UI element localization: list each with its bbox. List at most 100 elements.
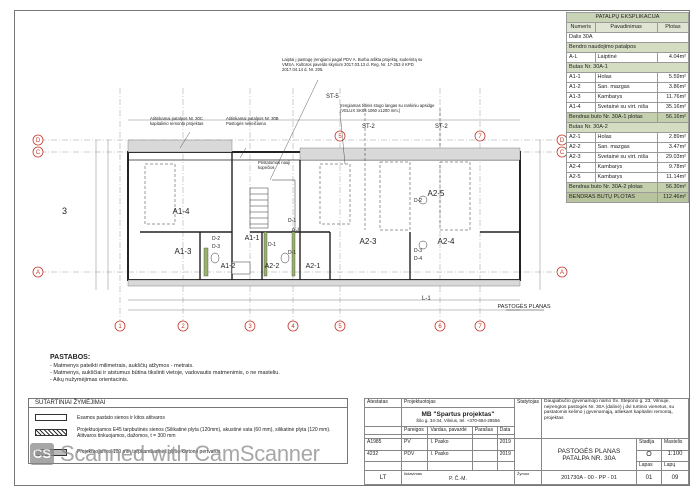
legend-swatch-existing	[35, 414, 67, 421]
room-area: 35.16m²	[656, 102, 690, 113]
tb-scale-label: Mastelis	[661, 438, 689, 451]
door-tag: D-3	[414, 248, 422, 254]
tb-code: 201730A - 00 - PP - 01	[541, 470, 637, 485]
tb-language: LT	[364, 470, 402, 485]
tb-attestation: 4232	[364, 449, 402, 463]
room-name: San. mazgas	[594, 82, 658, 93]
room-number: A2-1	[566, 132, 596, 143]
tb-name: I. Pasko	[427, 438, 473, 451]
room-table-title: PATALPŲ EKSPLIKACIJA	[566, 12, 689, 23]
tb-sheet-label: Lapas	[636, 461, 662, 472]
tb-col-role: Pareigos	[400, 425, 429, 435]
legend-item: Projektuojamos E45 tarpbutinės sienos (S…	[77, 427, 331, 439]
room-name: Laiptinė	[594, 52, 658, 63]
room-name: San. mazgas	[594, 142, 658, 153]
room-number: A2-3	[566, 152, 596, 163]
tb-address: Šilo g. 34-34, Vilnius, tel. +370-684-28…	[416, 417, 500, 423]
legend-block: SUTARTINIAI ŽYMĖJIMAI Esamos pastato sie…	[28, 398, 348, 464]
room-area: 5.59m²	[656, 72, 690, 83]
room-label-a1-1: A1-1	[245, 235, 260, 242]
room-name: Svetainė su virt. niša	[594, 152, 658, 163]
unit-total: 56.16m²	[656, 112, 690, 123]
unit-total-label: Bendras buto Nr. 30A-2 plotas	[566, 182, 658, 193]
door-tag: D-3	[212, 244, 220, 250]
tb-scale: 1:100	[661, 449, 689, 463]
plan-note-skylight: Įrengiamas tiltinis stogo langas su rank…	[340, 103, 435, 113]
tb-role: PDV	[400, 449, 429, 463]
section-mark-st2-a: ST-2	[362, 124, 375, 130]
section-mark-3: 3	[62, 206, 67, 216]
grid-label-7: 7	[478, 324, 482, 330]
room-name: Kambarys	[594, 92, 658, 103]
tb-role-label: Projektuotojas	[400, 397, 516, 409]
room-area: 29.03m²	[656, 152, 690, 163]
door-tag: D-2	[212, 236, 220, 242]
legend-title: SUTARTINIAI ŽYMĖJIMAI	[29, 399, 347, 408]
room-area: 2.89m²	[656, 132, 690, 143]
room-area: 3.47m²	[656, 142, 690, 153]
plan-note-stairs-approval: Laiptai į pastogę įrengiami pagal PDV A.…	[282, 57, 423, 72]
tb-client-label: Statytojas	[514, 397, 542, 440]
tb-date: 2019	[496, 438, 516, 451]
tb-drawing-subtitle: PATALPA NR. 30A	[562, 454, 616, 462]
grid-label-1: 1	[118, 324, 122, 330]
tb-sheet: 01	[636, 470, 662, 485]
room-area: 9.78m²	[656, 162, 690, 173]
plan-note-30c: Atitinkamai patalpos Nr. 30C kapitalinio…	[150, 116, 204, 126]
legend-item: Esamos pastato sienos ir kitos atitvaros	[77, 415, 165, 421]
grid-label-a-right: A	[560, 270, 564, 276]
grid-label-6: 6	[438, 324, 442, 330]
door-tag: D-1	[288, 218, 296, 224]
tb-col-date: Data	[496, 425, 516, 435]
col-area: Plotas	[656, 22, 690, 33]
room-area: 11.14m²	[656, 172, 690, 183]
room-name: Holas	[594, 72, 658, 83]
room-label-a2-4: A2-4	[438, 237, 455, 246]
grid-label-c: C	[36, 150, 41, 156]
tb-issued: P. Č.-M.	[449, 476, 467, 483]
sheet-frame	[14, 10, 690, 486]
tb-drawing-title: PASTOGĖS PLANAS	[557, 447, 621, 455]
grid-label-4: 4	[291, 324, 295, 330]
room-area: 3.86m²	[656, 82, 690, 93]
door-tag: D-2	[414, 198, 422, 204]
grid-label-2: 2	[181, 324, 185, 330]
room-number: A1-3	[566, 92, 596, 103]
plan-note-30b: Atitinkamai patalpos Nr. 30B Pastogės ne…	[226, 116, 279, 126]
grid-label-a: A	[36, 270, 40, 276]
room-number: A1-4	[566, 102, 596, 113]
tb-attestation: A1985	[364, 438, 402, 451]
plan-caption: PASTOGĖS PLANAS	[498, 303, 551, 310]
room-label-a1-2: A1-2	[221, 263, 236, 270]
tb-name: I. Pasko	[427, 449, 473, 463]
tb-sheets: 09	[661, 470, 689, 485]
title-block: Atestatas Projektuotojas Statytojas Daug…	[364, 397, 689, 485]
tb-object-description: Daugiabučio gyvenamojo namo Šv. Stepono …	[541, 397, 689, 440]
room-number: A2-5	[566, 172, 596, 183]
room-label-a2-1: A2-1	[306, 263, 321, 270]
room-area: 11.76m²	[656, 92, 690, 103]
grid-label-5-top: 5	[338, 134, 342, 140]
section-mark-l1: L-1	[422, 296, 431, 302]
room-name: Kambarys	[594, 172, 658, 183]
camscanner-logo-icon: CS	[30, 443, 54, 465]
room-label-a1-3: A1-3	[175, 247, 192, 256]
door-tag: D-4	[414, 256, 422, 262]
tb-code-label: Žymuo	[517, 471, 530, 477]
unit-label: Butas Nr. 30A-2	[566, 122, 689, 133]
section-mark-st5: ST-5	[326, 94, 339, 100]
tb-stage: O	[636, 449, 662, 463]
room-label-a-l: A-L	[291, 228, 301, 234]
unit-label: Butas Nr. 30A-1	[566, 62, 689, 73]
door-tag: D-1	[268, 242, 276, 248]
grid-label-3: 3	[248, 324, 252, 330]
room-name: Kambarys	[594, 162, 658, 173]
floor-label: Dalis 30A	[566, 32, 689, 43]
col-number: Numeris	[566, 22, 596, 33]
room-name: Svetainė su virt. niša	[594, 102, 658, 113]
tb-company: MB "Spartus projektas"	[421, 410, 495, 418]
grid-label-5: 5	[338, 324, 342, 330]
room-explication-table: PATALPŲ EKSPLIKACIJA Numeris Pavadinimas…	[566, 12, 690, 203]
common-label: Bendro naudojimo patalpos	[566, 42, 689, 53]
